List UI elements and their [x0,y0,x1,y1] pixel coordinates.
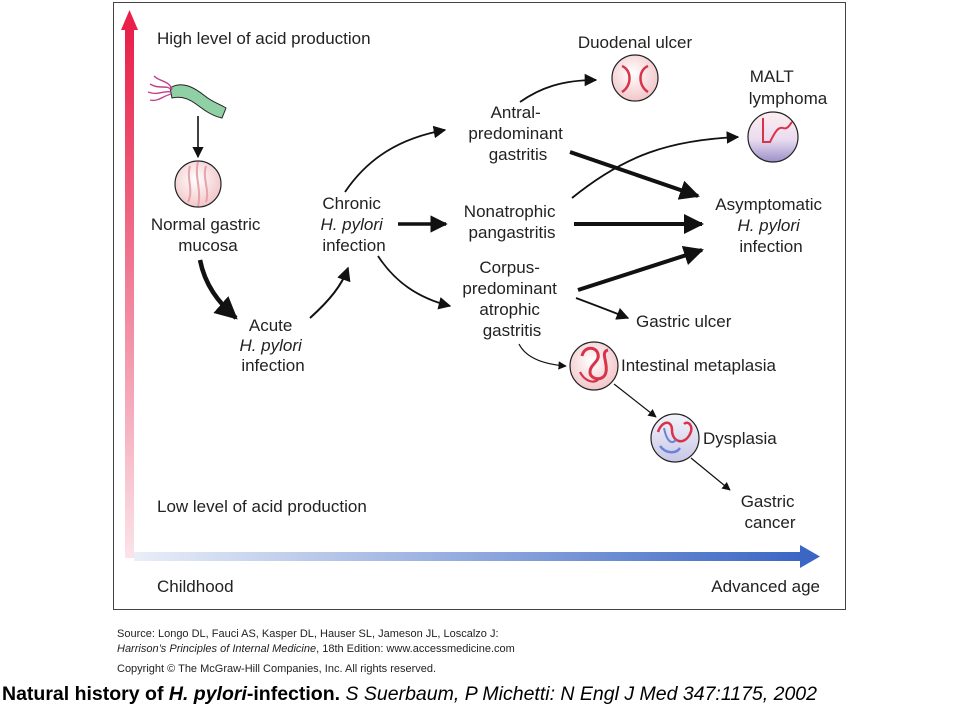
antral-gastritis-label: Antral- predominant gastritis [468,103,567,164]
caption-reference: S Suerbaum, P Michetti: N Engl J Med 347… [340,683,817,705]
duodenal-ulcer-icon [611,54,659,102]
arrow-antral-to-asymptomatic [569,150,700,200]
duodenal-ulcer-label: Duodenal ulcer [578,33,693,52]
arrow-acute-to-chronic [309,266,351,319]
intestinal-metaplasia-label: Intestinal metaplasia [621,356,777,375]
source-line-1: Source: Longo DL, Fauci AS, Kasper DL, H… [117,628,499,640]
arrow-mucosa-to-acute [197,259,238,320]
gastric-ulcer-label: Gastric ulcer [636,312,732,331]
arrow-chronic-to-corpus [377,255,452,310]
acute-infection-label: Acute H. pylori infection [239,316,306,375]
source-line-2: Harrison’s Principles of Internal Medici… [117,643,515,655]
acid-axis-arrowhead [121,10,138,30]
advanced-age-label: Advanced age [711,577,820,596]
low-acid-label: Low level of acid production [157,497,367,516]
high-acid-label: High level of acid production [157,29,371,48]
nonatrophic-pangastritis-label: Nonatrophic pangastritis [464,202,560,242]
childhood-label: Childhood [157,577,234,596]
caption-title-1: Natural history of [2,683,169,705]
corpus-gastritis-label: Corpus- predominant atrophic gastritis [462,258,561,340]
dysplasia-icon [650,413,700,463]
asymptomatic-infection-label: Asymptomatic H. pylori infection [715,195,826,256]
caption-title-2: -infection. [246,683,341,705]
arrow-corpus-to-metaplasia [518,343,567,370]
normal-gastric-mucosa-label: Normal gastric mucosa [151,215,265,255]
arrow-nonatrophic-to-malt [571,131,740,199]
chronic-infection-label: Chronic H. pylori infection [320,194,387,255]
gastric-cancer-label: Gastric cancer [741,492,800,532]
arrow-corpus-to-gastric-ulcer [575,297,630,320]
arrow-corpus-to-asymptomatic [577,246,704,292]
arrow-chronic-to-antral [344,125,447,193]
arrow-dysplasia-to-cancer [690,457,731,491]
copyright-line: Copyright © The McGraw-Hill Companies, I… [117,663,437,675]
dysplasia-label: Dysplasia [703,429,777,448]
arrow-metaplasia-to-dysplasia [613,383,657,418]
acid-axis [125,30,134,558]
figure-caption: Natural history of H. pylori-infection. … [2,683,817,706]
normal-mucosa-icon [174,160,222,208]
malt-lymphoma-icon [747,111,799,163]
source-book-title: Harrison’s Principles of Internal Medici… [117,643,317,655]
age-axis [134,552,802,561]
h-pylori-bacterium-icon [147,75,227,119]
age-axis-arrowhead [800,545,820,568]
malt-lymphoma-label: MALT lymphoma [749,67,828,108]
caption-title-italic: H. pylori [168,683,247,705]
intestinal-metaplasia-icon [569,341,619,391]
arrow-antral-to-duodenal-ulcer [519,73,598,103]
source-edition: , 18th Edition: www.accessmedicine.com [316,643,515,655]
